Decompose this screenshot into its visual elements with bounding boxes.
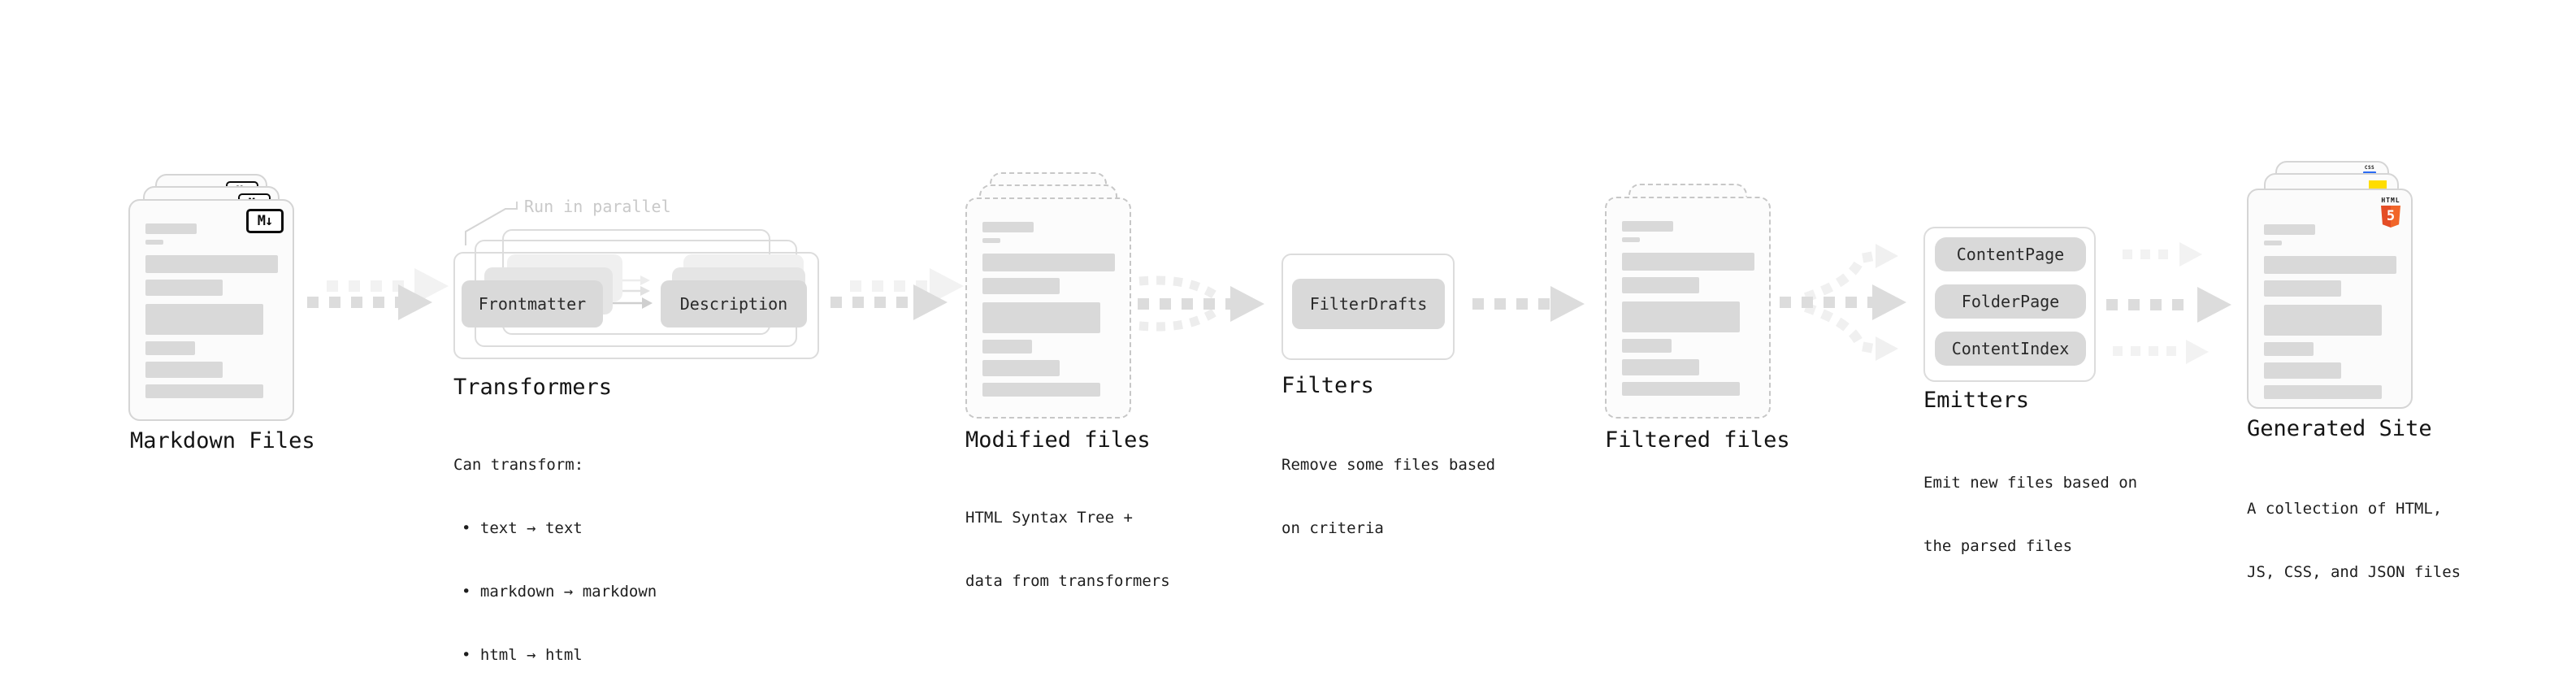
text-line-placeholder	[1622, 339, 1672, 353]
text-line-placeholder	[1622, 253, 1754, 271]
arrow-markdown-to-transformers	[307, 268, 449, 320]
text-line-placeholder	[1622, 382, 1740, 396]
document-text-placeholder	[145, 223, 278, 398]
modified-files-title: Modified files	[965, 427, 1151, 453]
arrow-filters-to-filtered	[1472, 286, 1585, 322]
markdown-icon: M↓	[246, 209, 284, 233]
modified-files-description: HTML Syntax Tree + data from transformer…	[965, 465, 1170, 634]
arrow-transformers-to-modified	[830, 268, 964, 320]
generated-site-desc-line: JS, CSS, and JSON files	[2247, 563, 2461, 581]
markdown-file-card: M↓	[128, 199, 294, 421]
folderpage-box: FolderPage	[1935, 284, 2086, 319]
filters-title: Filters	[1281, 373, 1374, 398]
filtered-files-title: Filtered files	[1605, 427, 1790, 453]
transformers-description: Can transform: • text → text • markdown …	[453, 412, 657, 681]
description-box: Description	[661, 280, 807, 327]
text-line-placeholder	[982, 254, 1115, 271]
filters-container	[1281, 254, 1455, 360]
js-icon	[2369, 180, 2387, 189]
text-line-placeholder	[2264, 241, 2282, 245]
text-line-placeholder	[2264, 362, 2341, 379]
text-line-placeholder	[1622, 359, 1699, 375]
text-line-placeholder	[982, 383, 1100, 397]
text-line-placeholder	[2264, 256, 2396, 274]
text-line-placeholder	[145, 341, 195, 355]
filtered-file-card	[1605, 197, 1771, 419]
text-line-placeholder	[982, 340, 1032, 354]
modified-files-desc-line: HTML Syntax Tree +	[965, 509, 1133, 527]
text-line-placeholder	[145, 362, 223, 378]
filters-description: Remove some files based on criteria	[1281, 412, 1495, 581]
frontmatter-box: Frontmatter	[462, 280, 603, 327]
transformers-title: Transformers	[453, 375, 613, 400]
text-line-placeholder	[2264, 342, 2314, 356]
document-text-placeholder	[1622, 221, 1754, 396]
emitters-description: Emit new files based on the parsed files	[1923, 430, 2137, 599]
html5-icon-shield: 5	[2381, 206, 2400, 228]
transformers-bullet: • text → text	[462, 519, 583, 537]
text-line-placeholder	[145, 255, 278, 273]
text-line-placeholder	[145, 280, 223, 296]
contentindex-box: ContentIndex	[1935, 332, 2086, 366]
filters-desc-line: on criteria	[1281, 519, 1384, 537]
generated-site-title: Generated Site	[2247, 416, 2432, 441]
text-line-placeholder	[982, 222, 1034, 232]
document-text-placeholder	[982, 222, 1115, 397]
arrow-modified-to-filters	[1138, 275, 1264, 332]
text-line-placeholder	[2264, 385, 2382, 399]
text-line-placeholder	[1622, 277, 1699, 293]
html5-icon: HTML 5	[2380, 197, 2401, 228]
contentpage-box: ContentPage	[1935, 237, 2086, 271]
generated-site-description: A collection of HTML, JS, CSS, and JSON …	[2247, 456, 2461, 625]
transformer-container	[453, 252, 819, 359]
text-line-placeholder	[2264, 305, 2382, 336]
text-line-placeholder	[1622, 221, 1673, 232]
text-line-placeholder	[145, 223, 197, 234]
text-line-placeholder	[982, 302, 1100, 333]
markdown-files-title: Markdown Files	[130, 428, 315, 453]
generated-site-desc-line: A collection of HTML,	[2247, 500, 2443, 518]
text-line-placeholder	[145, 240, 163, 245]
transformers-bullet: • html → html	[462, 646, 583, 664]
emitters-container	[1923, 227, 2096, 382]
transformers-bullet: • markdown → markdown	[462, 583, 657, 601]
run-in-parallel-label: Run in parallel	[524, 197, 671, 216]
arrow-filtered-to-emitters	[1780, 244, 1906, 361]
emitters-desc-line: Emit new files based on	[1923, 474, 2138, 492]
text-line-placeholder	[145, 384, 263, 398]
filterdrafts-box: FilterDrafts	[1292, 279, 1445, 329]
modified-file-card	[965, 197, 1131, 419]
transformers-desc-heading: Can transform:	[453, 456, 584, 474]
css-icon-label: CSS	[2364, 165, 2375, 171]
arrow-emitters-to-site	[2106, 242, 2231, 364]
text-line-placeholder	[145, 304, 263, 335]
text-line-placeholder	[1622, 237, 1640, 242]
text-line-placeholder	[982, 360, 1060, 376]
filters-desc-line: Remove some files based	[1281, 456, 1496, 474]
document-text-placeholder	[2264, 224, 2396, 399]
html5-icon-label: HTML	[2381, 197, 2400, 204]
emitters-title: Emitters	[1923, 388, 2030, 413]
text-line-placeholder	[2264, 224, 2315, 235]
emitters-desc-line: the parsed files	[1923, 537, 2073, 555]
text-line-placeholder	[2264, 280, 2341, 297]
site-file-card-html: HTML 5	[2247, 189, 2413, 409]
run-in-parallel-leader-line	[465, 202, 518, 245]
text-line-placeholder	[982, 238, 1000, 243]
modified-files-desc-line: data from transformers	[965, 572, 1170, 590]
text-line-placeholder	[982, 278, 1060, 294]
text-line-placeholder	[1622, 301, 1740, 332]
